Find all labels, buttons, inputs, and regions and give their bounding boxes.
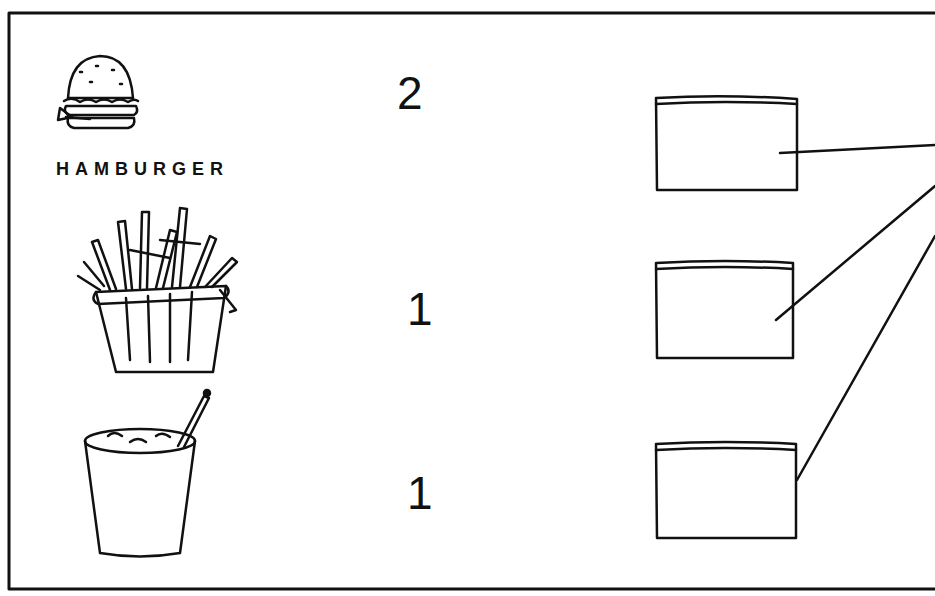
quantity-number: 1: [407, 286, 433, 332]
quantity-number: 2: [397, 70, 423, 116]
frame: [9, 13, 935, 589]
answer-box: [656, 442, 796, 538]
fries-drawing: [78, 208, 237, 372]
milkshake-drawing: [85, 390, 210, 557]
answer-box: [656, 96, 797, 190]
wire: [797, 236, 935, 480]
answer-box: [656, 261, 793, 358]
quantity-number: 1: [407, 470, 433, 516]
hamburger-drawing: [58, 56, 138, 128]
item-name: HAMBURGER: [56, 160, 229, 178]
wire: [776, 186, 935, 320]
wire: [780, 145, 935, 153]
